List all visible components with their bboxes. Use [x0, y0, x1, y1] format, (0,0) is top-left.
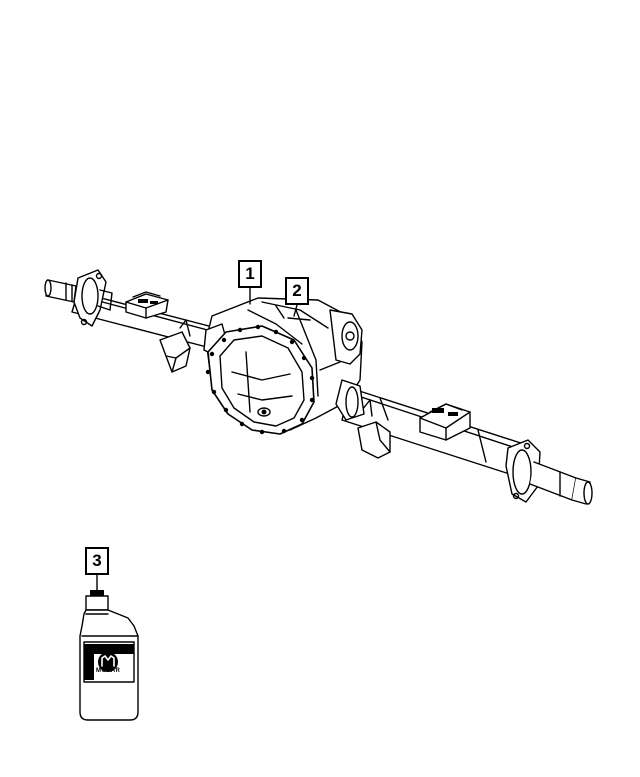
left-shock-bracket [159, 319, 191, 373]
callout-2-leader [293, 304, 298, 317]
right-axle-flange [505, 439, 593, 505]
left-axle-flange [44, 269, 113, 327]
right-shock-bracket [357, 399, 391, 459]
bottle-brand-label: MOPAR [96, 668, 121, 674]
differential-cover [205, 324, 315, 435]
fluid-bottle [79, 590, 139, 721]
left-spring-perch [125, 291, 169, 319]
right-spring-perch [419, 403, 471, 441]
callout-1: 1 [238, 260, 262, 288]
callout-3: 3 [85, 547, 109, 575]
callout-2: 2 [285, 277, 309, 305]
